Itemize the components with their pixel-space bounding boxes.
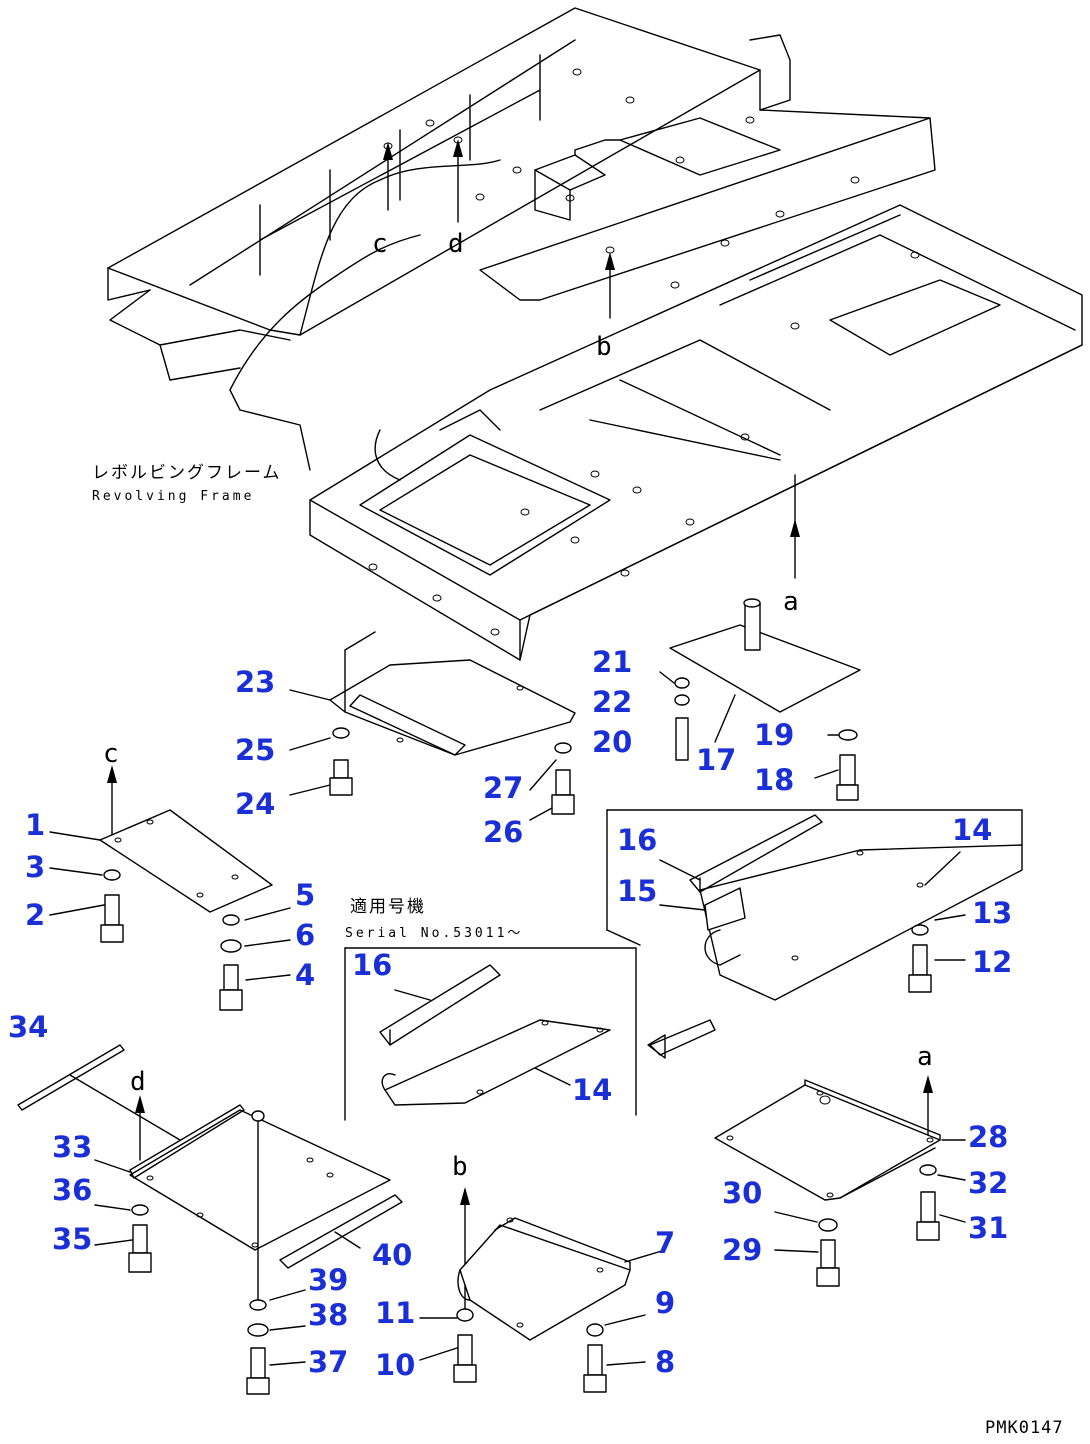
cover-7 xyxy=(419,1187,666,1393)
part-label-9: 9 xyxy=(655,1286,675,1320)
part-label-5: 5 xyxy=(295,878,315,912)
part-label-1: 1 xyxy=(25,808,45,842)
frame-label-en: Revolving Frame xyxy=(92,489,254,504)
part-label-14-right: 14 xyxy=(952,813,992,847)
part-label-31: 31 xyxy=(968,1211,1008,1245)
part-label-37: 37 xyxy=(308,1345,348,1379)
part-label-18: 18 xyxy=(754,763,794,797)
part-label-39: 39 xyxy=(308,1263,348,1297)
part-label-20: 20 xyxy=(592,725,632,759)
part-label-33: 33 xyxy=(52,1130,92,1164)
part-label-3: 3 xyxy=(25,850,45,884)
part-label-10: 10 xyxy=(375,1348,415,1382)
cover-33 xyxy=(17,1044,403,1395)
part-label-16-left: 16 xyxy=(352,948,392,982)
part-label-40: 40 xyxy=(372,1238,412,1272)
part-label-19: 19 xyxy=(754,718,794,752)
part-label-28: 28 xyxy=(968,1120,1008,1154)
cover-1 xyxy=(49,765,291,1011)
inset-panel-right xyxy=(606,809,1023,1059)
part-label-14-left: 14 xyxy=(572,1073,612,1107)
revolving-frame xyxy=(107,7,1083,661)
part-label-11: 11 xyxy=(375,1296,415,1330)
part-label-27: 27 xyxy=(483,771,523,805)
ref-letter-c-bottom: c xyxy=(103,739,119,769)
ref-letter-c-top: c xyxy=(372,229,388,259)
ref-letter-a-top: a xyxy=(783,587,799,617)
ref-letter-d-top: d xyxy=(448,229,464,259)
ref-letter-b-top: b xyxy=(596,332,612,362)
part-label-22: 22 xyxy=(592,685,632,719)
part-label-23: 23 xyxy=(235,665,275,699)
part-label-29: 29 xyxy=(722,1233,762,1267)
part-label-21: 21 xyxy=(592,645,632,679)
applicability-en: Serial No.53011〜 xyxy=(345,926,523,941)
part-label-17: 17 xyxy=(696,743,736,777)
part-label-4: 4 xyxy=(295,958,315,992)
part-label-6: 6 xyxy=(295,918,315,952)
part-label-25: 25 xyxy=(235,733,275,767)
cover-28 xyxy=(714,1075,966,1287)
part-label-15: 15 xyxy=(617,874,657,908)
part-label-8: 8 xyxy=(655,1345,675,1379)
part-label-16-right: 16 xyxy=(617,823,657,857)
part-label-35: 35 xyxy=(52,1222,92,1256)
part-label-12: 12 xyxy=(972,945,1012,979)
part-label-26: 26 xyxy=(483,815,523,849)
part-label-32: 32 xyxy=(968,1166,1008,1200)
frame-label-jp: レボルビングフレーム xyxy=(92,463,282,483)
part-number-labels: 1 2 3 4 5 6 7 8 9 10 11 12 13 14 14 15 1… xyxy=(8,645,1012,1382)
part-label-30: 30 xyxy=(722,1176,762,1210)
part-label-7: 7 xyxy=(655,1226,675,1260)
part-label-36: 36 xyxy=(52,1173,92,1207)
cover-17 xyxy=(659,598,861,801)
ref-letter-b-bottom: b xyxy=(452,1152,468,1182)
part-label-13: 13 xyxy=(972,896,1012,930)
ref-letter-a-bottom: a xyxy=(917,1042,933,1072)
drawing-code: PMK0147 xyxy=(985,1418,1064,1438)
part-label-24: 24 xyxy=(235,787,275,821)
part-label-34: 34 xyxy=(8,1010,48,1044)
applicability-jp: 適用号機 xyxy=(350,897,426,917)
part-label-38: 38 xyxy=(308,1298,348,1332)
cover-23 xyxy=(289,631,576,821)
part-label-2: 2 xyxy=(25,898,45,932)
ref-letter-d-bottom: d xyxy=(130,1067,146,1097)
inset-panel-left xyxy=(344,947,637,1121)
